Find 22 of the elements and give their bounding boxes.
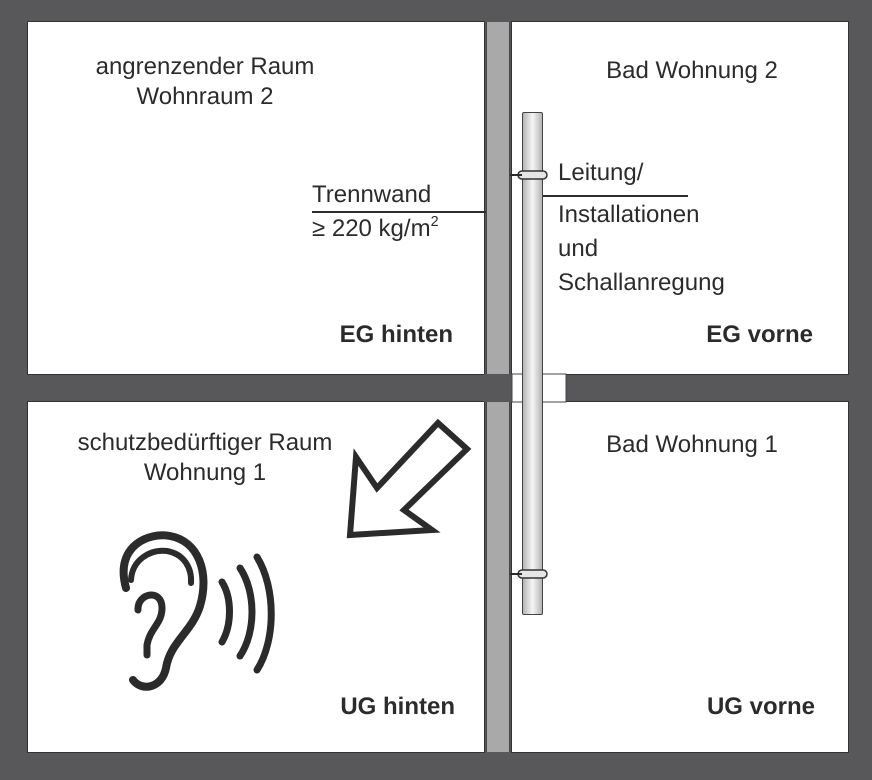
leader-text: ≥ 220 kg/m$^{2}$ [312, 214, 440, 244]
floor-label: UG vorne [706, 692, 815, 722]
room-label: Bad Wohnung 2 [605, 56, 779, 86]
leader-line [510, 174, 522, 176]
leader-line [543, 195, 688, 197]
leader-text: Leitung/ [558, 158, 644, 188]
room-area [28, 22, 484, 374]
floor-label: EG hinten [340, 320, 453, 350]
room-area [28, 402, 484, 752]
leader-line [312, 211, 486, 213]
leader-line [510, 573, 522, 575]
room-label: schutzbedürftiger Raum Wohnung 1 [76, 428, 334, 488]
room-area [512, 22, 848, 374]
floor-label: EG vorne [706, 320, 813, 350]
leader-text: Installationen und Schallanregung [558, 200, 726, 298]
room-area [512, 402, 848, 752]
room-label: Bad Wohnung 1 [605, 430, 779, 460]
leader-text: Trennwand [312, 180, 432, 210]
partition-wall [486, 22, 510, 752]
pipe [522, 112, 543, 615]
floor-label: UG hinten [340, 692, 455, 722]
room-label: angrenzender Raum Wohnraum 2 [94, 52, 316, 112]
